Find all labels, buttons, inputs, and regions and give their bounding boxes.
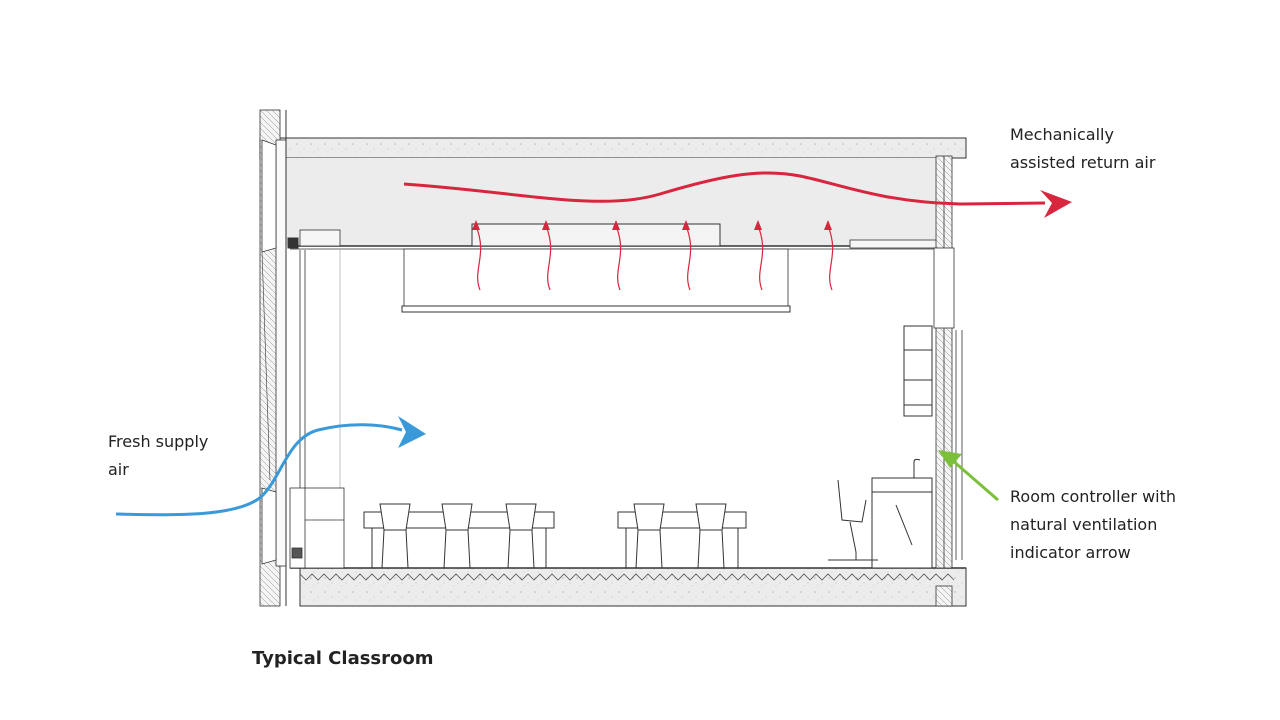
student-desks [363,511,747,568]
controller-indicator-arrow [938,450,999,502]
teacher-desk [871,458,933,569]
supply-air-arrow [115,416,426,517]
return-air-label: Mechanically assisted return air [1010,125,1156,172]
student-chair [379,503,411,569]
rising-air-wisps [475,225,834,291]
office-chair [828,479,878,561]
student-chair [441,503,473,569]
student-chair [633,503,665,569]
perimeter-unit [289,487,345,569]
student-chair [505,503,537,569]
supply-air-label: Fresh supply air [108,432,209,479]
diagram-title: Typical Classroom [252,648,434,669]
room-controller-label: Room controller with natural ventilation… [1010,487,1177,562]
wall-cabinet [903,325,933,417]
arrowhead [472,220,832,230]
return-air-arrow [403,171,1072,218]
floor-slab [290,567,967,607]
suspended-board [401,248,791,313]
facade-wall [259,109,341,607]
return-air-grille [471,223,721,247]
student-chair [695,503,727,569]
corridor-wall [933,155,963,607]
